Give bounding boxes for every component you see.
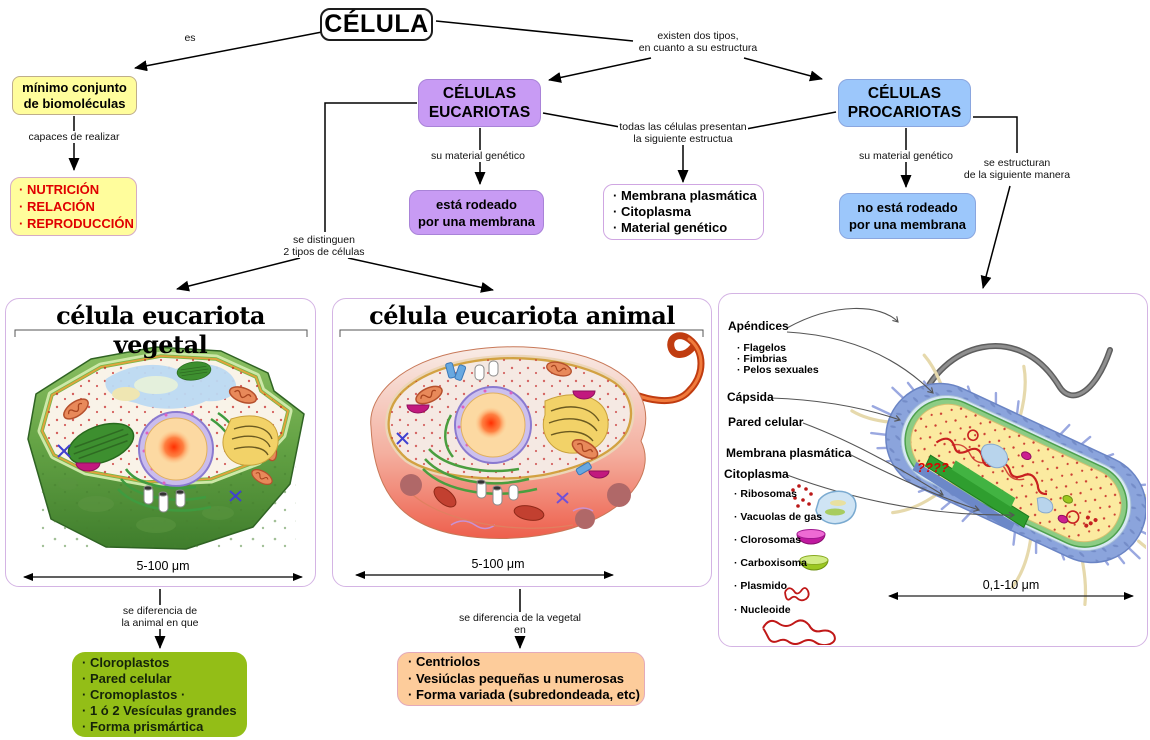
node-minimo-conjunto: mínimo conjunto de biomoléculas bbox=[12, 76, 137, 115]
list-item: · NUTRICIÓN bbox=[19, 182, 100, 197]
nucleoide-icon bbox=[762, 619, 836, 645]
edge-label-todas: todas las células presentan la siguiente… bbox=[618, 121, 748, 145]
scale-label-procariota: 0,1-10 μm bbox=[982, 578, 1040, 592]
bottom-texture bbox=[400, 474, 631, 530]
list-item: · Forma prismártica bbox=[82, 718, 204, 734]
node-celula: CÉLULA bbox=[320, 8, 433, 41]
label-fimbrias: · Fimbrias bbox=[737, 353, 788, 365]
panel-celula-animal: célula eucariota animal 5-100 μm bbox=[332, 298, 712, 587]
list-item: · Pared celular bbox=[82, 670, 172, 686]
edge-eucariotas-sedistinguen bbox=[324, 102, 417, 232]
centrioles bbox=[445, 362, 592, 476]
node-funciones-vitales: · NUTRICIÓN · RELACIÓN · REPRODUCCIÓN bbox=[10, 177, 137, 236]
label-flagelos: · Flagelos bbox=[737, 342, 787, 354]
arrow-seestructuran-bacteria bbox=[980, 185, 1011, 289]
panel-celula-procariota: Apéndices · Flagelos · Fimbrias · Pelos … bbox=[718, 293, 1148, 647]
list-item: · 1 ó 2 Vesículas grandes bbox=[82, 702, 237, 718]
list-item: · Forma variada (subredondeada, etc) bbox=[408, 687, 640, 703]
list-item: · Citoplasma bbox=[613, 204, 692, 219]
list-item: · RELACIÓN bbox=[19, 199, 95, 214]
edge-eucariotas-todas bbox=[542, 112, 621, 128]
question-marks: ???? bbox=[917, 460, 949, 475]
label-pared-celular: Pared celular bbox=[728, 415, 804, 429]
arrow-sedistinguen-vegetal bbox=[176, 257, 301, 292]
edge-label-existen: existen dos tipos, en cuanto a su estruc… bbox=[638, 30, 758, 54]
list-item: · Cloroplastos bbox=[82, 654, 170, 670]
list-item: · Vesiúclas pequeñas u numerosas bbox=[408, 670, 625, 686]
list-item: · Membrana plasmática bbox=[613, 188, 757, 203]
edge-todas-procariotas bbox=[745, 111, 837, 130]
vacuolas-gas-icon bbox=[815, 490, 857, 525]
edge-label-dif-vegetal: se diferencia de la vegetal en bbox=[453, 612, 587, 636]
edge-label-se-estructuran: se estructuran de la siguiente manera bbox=[963, 157, 1071, 181]
clorosomas-icon bbox=[796, 529, 826, 545]
label-pointer-lines bbox=[770, 307, 1016, 519]
scale-label-vegetal: 5-100 μm bbox=[136, 559, 190, 573]
node-celulas-eucariotas: CÉLULAS EUCARIOTAS bbox=[418, 79, 541, 127]
label-vacuolas-gas: · Vacuolas de gas bbox=[734, 511, 823, 523]
panel-title-animal: célula eucariota animal bbox=[369, 301, 675, 330]
label-citoplasma: Citoplasma bbox=[724, 467, 789, 481]
edge-procariotas-seestructuran bbox=[973, 116, 1018, 153]
node-diferencias-animal: · Centriolos · Vesiúclas pequeñas u nume… bbox=[397, 652, 645, 706]
arrow-sedistinguen-animal bbox=[347, 257, 494, 293]
carboxisoma-icon bbox=[799, 555, 829, 571]
arrow-celula-minimo bbox=[134, 31, 323, 72]
node-no-esta-rodeado: no está rodeado por una membrana bbox=[839, 193, 976, 239]
ribosome-dots bbox=[911, 404, 1121, 542]
label-nucleoide: · Nucleoide bbox=[734, 604, 791, 616]
edge-celula-existen bbox=[435, 20, 634, 42]
golgi-apparatus bbox=[222, 415, 279, 466]
cutaway-layers bbox=[912, 454, 1030, 532]
arrow-existen-eucariotas bbox=[548, 57, 652, 83]
label-capsida: Cápsida bbox=[727, 390, 774, 404]
list-item: · REPRODUCCIÓN bbox=[19, 216, 134, 231]
bacteria-flagellum bbox=[916, 343, 1113, 409]
ribosomas-icon bbox=[791, 484, 813, 508]
nucleus bbox=[454, 386, 532, 464]
arrow-existen-procariotas bbox=[743, 57, 823, 82]
label-plasmido: · Plasmido bbox=[734, 580, 788, 592]
edge-label-es: es bbox=[184, 32, 196, 44]
small-organelles bbox=[396, 390, 610, 504]
white-vesicle-tubes bbox=[143, 485, 186, 513]
list-item: · Centriolos bbox=[408, 654, 481, 670]
title-bracket bbox=[14, 329, 308, 337]
plant-cell-illustration bbox=[14, 329, 308, 581]
bacteria-illustration bbox=[762, 307, 1146, 645]
node-estructura-comun: · Membrana plasmática · Citoplasma · Mat… bbox=[603, 184, 764, 240]
endoplasmic-reticulum bbox=[422, 414, 538, 495]
label-pelos-sexuales: · Pelos sexuales bbox=[737, 364, 819, 376]
label-clorosomas: · Clorosomas bbox=[734, 534, 802, 546]
dark-mitochondria bbox=[433, 486, 545, 521]
inclusions bbox=[980, 443, 1098, 528]
white-vesicle-tubes bbox=[474, 360, 519, 506]
label-ribosomas: · Ribosomas bbox=[734, 488, 798, 500]
bacterium-body bbox=[850, 353, 1146, 607]
edge-label-dif-animal: se diferencia de la animal en que bbox=[118, 605, 202, 629]
nucleus bbox=[138, 411, 214, 487]
list-item: · Material genético bbox=[613, 220, 728, 235]
edge-label-se-distinguen: se distinguen 2 tipos de células bbox=[280, 234, 368, 258]
title-bracket bbox=[339, 329, 704, 337]
panel-title-vegetal: célula eucariota vegetal bbox=[56, 301, 265, 359]
label-carboxisoma: · Carboxisoma bbox=[734, 557, 807, 569]
plasmido-icon bbox=[784, 587, 810, 602]
edge-label-su-material-2: su material genético bbox=[858, 150, 954, 162]
node-diferencias-vegetal: · Cloroplastos · Pared celular · Cromopl… bbox=[72, 652, 247, 737]
small-organelles bbox=[57, 444, 242, 502]
node-celulas-procariotas: CÉLULAS PROCARIOTAS bbox=[838, 79, 971, 127]
node-esta-rodeado: está rodeado por una membrana bbox=[409, 190, 544, 235]
label-membrana-plasmatica: Membrana plasmática bbox=[726, 446, 852, 460]
list-item: · Cromoplastos · bbox=[82, 686, 186, 702]
edge-label-capaces: capaces de realizar bbox=[24, 131, 124, 143]
scale-label-animal: 5-100 μm bbox=[471, 557, 525, 571]
panel-celula-vegetal: célula eucariota vegetal 5-100 μm bbox=[5, 298, 316, 587]
animal-cell-illustration bbox=[339, 329, 705, 579]
label-apendices: Apéndices bbox=[728, 319, 789, 333]
edge-label-su-material-1: su material genético bbox=[430, 150, 526, 162]
